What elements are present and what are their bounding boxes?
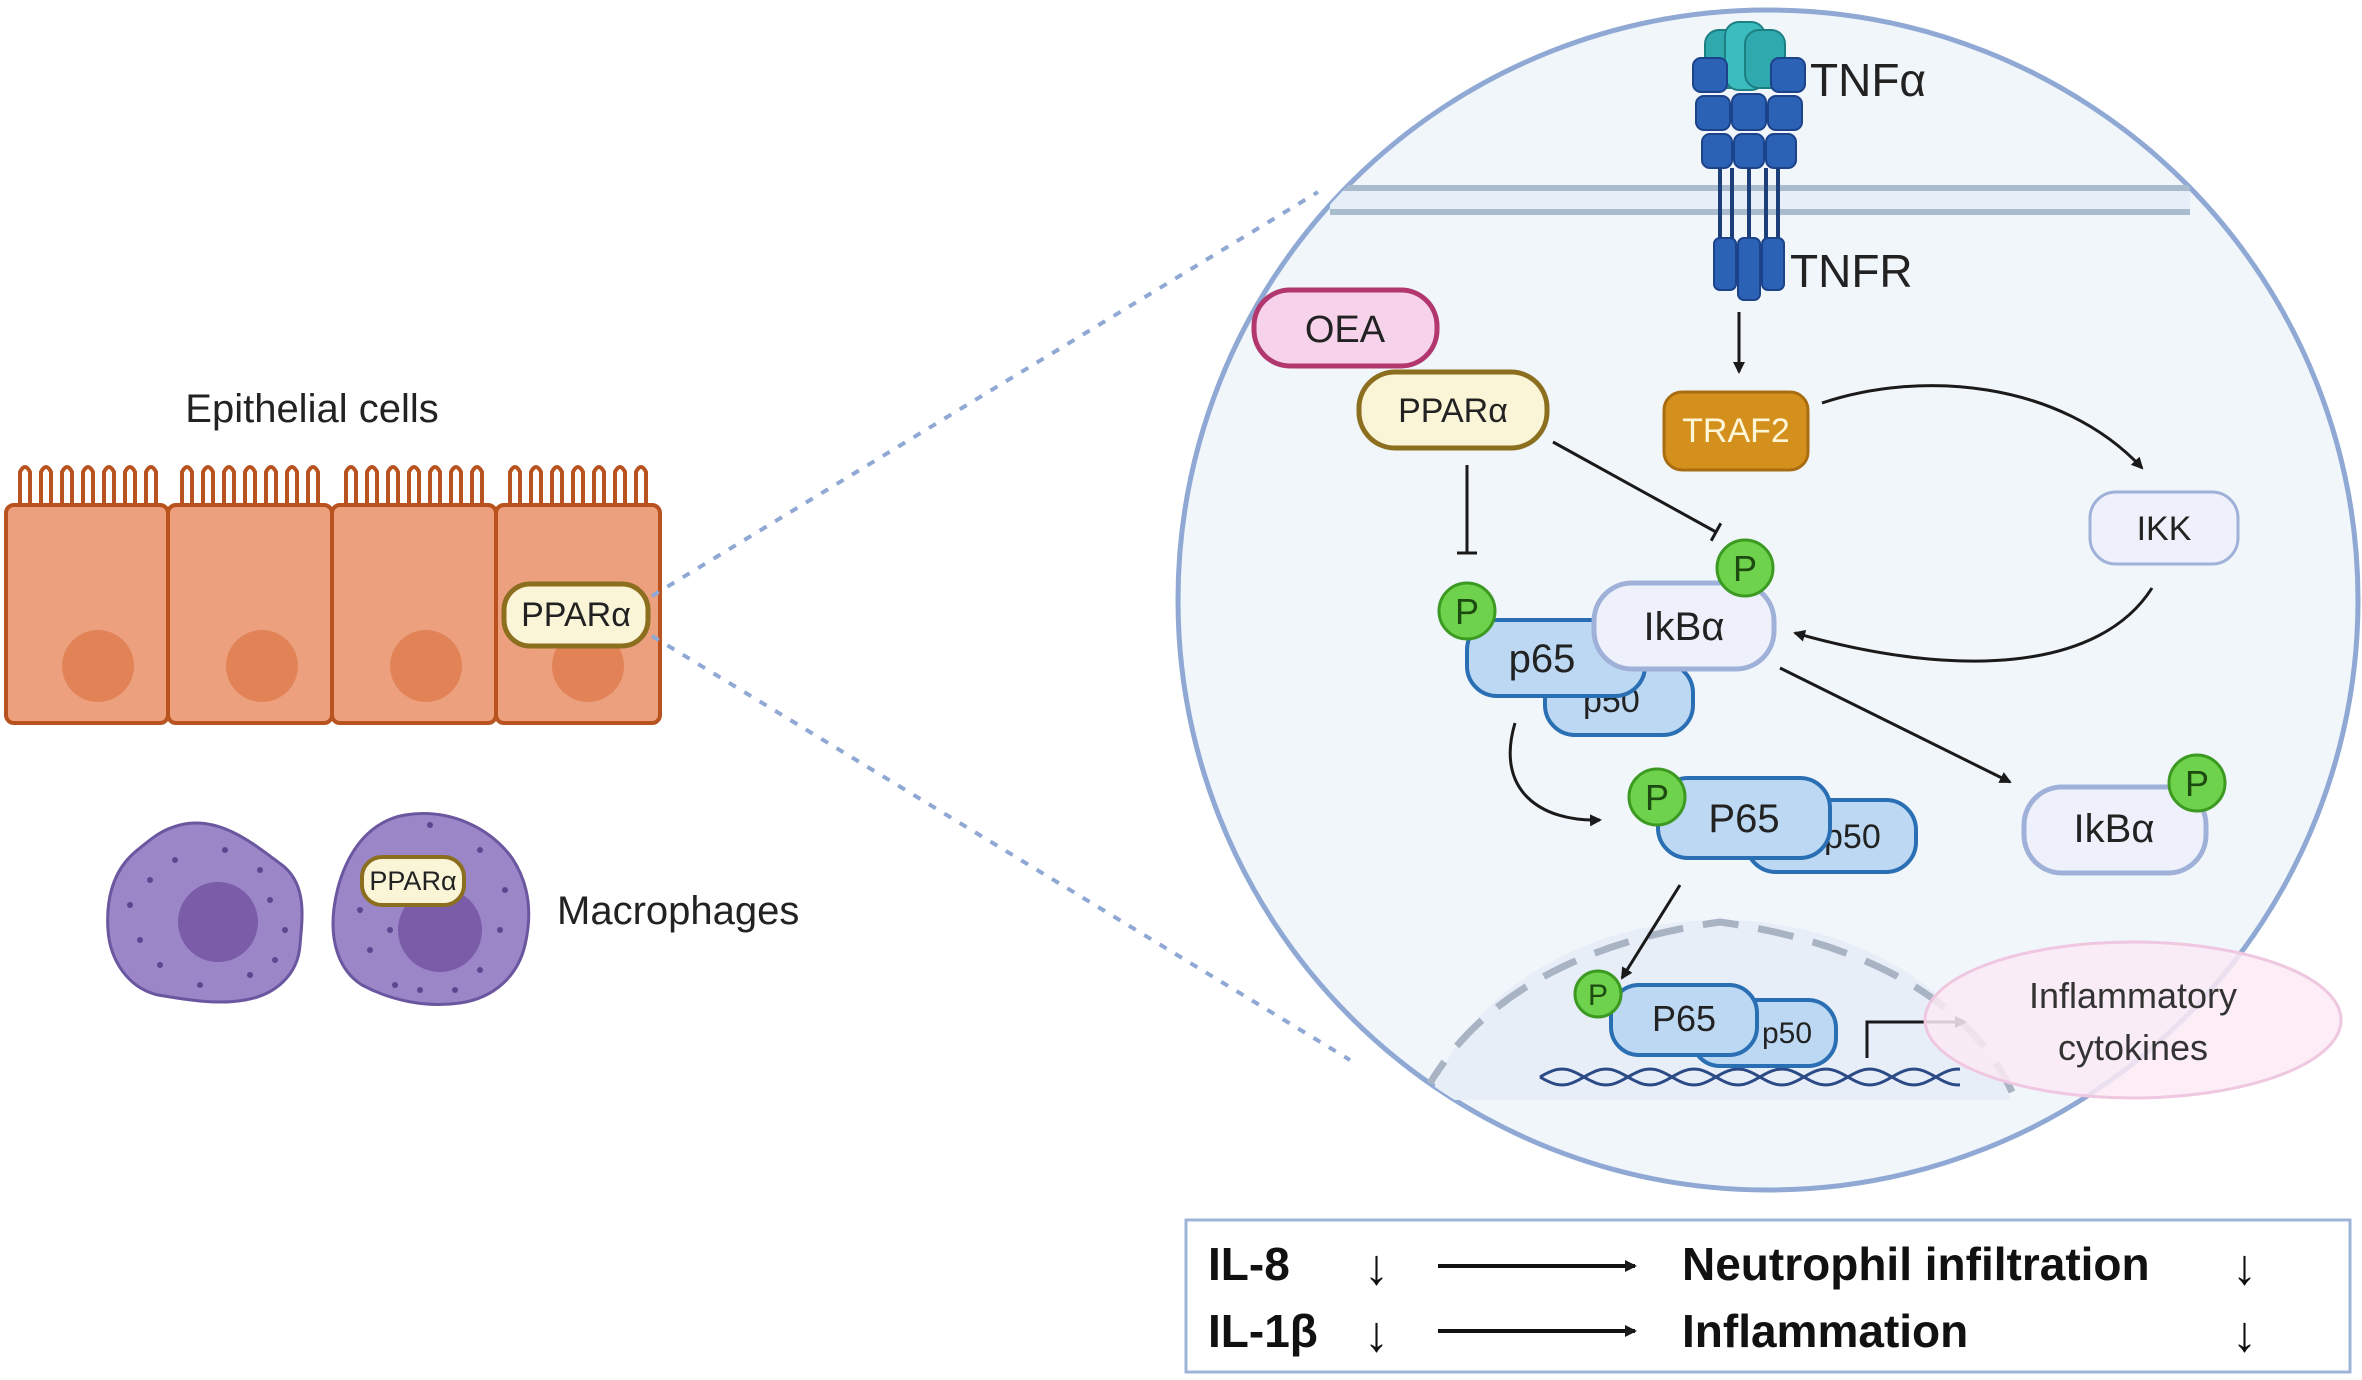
effects-box: IL-8 ↓ Neutrophil infiltration ↓ IL-1β ↓… [1184, 1218, 2352, 1374]
p50-nucleus-label: p50 [1762, 1017, 1812, 1050]
phospho-p65-complex [1437, 581, 1497, 641]
inhibit-ppar-ikba [1552, 440, 1723, 542]
traf2-label: TRAF2 [1682, 412, 1790, 450]
traf2-node: TRAF2 [1662, 390, 1810, 472]
nfkb-ikba-complex: p50 p65 IkBα P P [1437, 538, 1777, 737]
effect-row1-right-arrow: ↓ [2232, 1239, 2257, 1295]
p65-nucleus-label: P65 [1652, 998, 1716, 1039]
ppar-node: PPARα [1356, 369, 1550, 451]
epithelial-nucleus-1 [62, 630, 134, 702]
oea-label: OEA [1305, 309, 1386, 351]
pathway-arrows [1457, 312, 2154, 1058]
free-p65-p50: p50 P65 P [1627, 767, 1918, 874]
effect-row2-left-arrow: ↓ [1364, 1306, 1389, 1362]
microvilli [18, 465, 648, 507]
effect-row1-left: IL-8 [1208, 1238, 1290, 1290]
nuclear-envelope [1421, 918, 2016, 1094]
ppar-label: PPARα [1398, 392, 1508, 430]
arrow-traf2-ikk [1821, 384, 2144, 470]
arrow-ikba-release [1779, 666, 2012, 784]
epithelial-ppar-label: PPARα [521, 596, 631, 634]
phospho-ikba-complex-label: P [1733, 548, 1757, 589]
effect-row1-left-arrow: ↓ [1364, 1239, 1389, 1295]
effect-row1-right: Neutrophil infiltration [1682, 1238, 2150, 1290]
zoom-line-top [650, 190, 1320, 598]
free-ikba-label: IkBα [2074, 807, 2155, 851]
cytokines-line1: Inflammatory [2029, 975, 2237, 1016]
epithelial-cells-label: Epithelial cells [185, 387, 438, 431]
p65-nucleus [1609, 983, 1759, 1057]
tnf-receptor: TNFα TNFR [1692, 21, 1926, 301]
ikk-label: IKK [2137, 510, 2192, 548]
macrophage-2-nucleus [398, 888, 482, 972]
epithelial-nucleus-3 [390, 630, 462, 702]
arrow-ikk-ikba [1793, 587, 2154, 663]
cytokines-line2: cytokines [2058, 1027, 2208, 1068]
ikk-node: IKK [2088, 490, 2240, 566]
p65-free-label: P65 [1708, 797, 1779, 841]
phospho-p65-free-label: P [1645, 777, 1669, 818]
tnfa-label: TNFα [1810, 54, 1926, 106]
free-ikba: IkBα P [2021, 753, 2227, 876]
p65-complex-label: p65 [1509, 637, 1576, 681]
macrophage-ppar-badge [360, 855, 466, 907]
nuclear-p65-p50: p50 P65 P [1539, 969, 1960, 1087]
macrophage-ppar-label: PPARα [369, 866, 456, 896]
ikba-complex-label: IkBα [1644, 605, 1725, 649]
phospho-p65-nucleus [1573, 969, 1623, 1019]
arrow-complex-p65 [1508, 722, 1602, 827]
inflammatory-cytokines: Inflammatory cytokines [1923, 940, 2343, 1100]
tnfr-label: TNFR [1790, 245, 1913, 297]
phospho-ikba-complex [1715, 538, 1775, 598]
dna-helix [1539, 1067, 1960, 1087]
epithelial-cells: Epithelial cells PPARα [4, 387, 662, 725]
phospho-p65-complex-label: P [1455, 591, 1479, 632]
macrophage-1-nucleus [178, 882, 258, 962]
ikba-complex [1591, 580, 1777, 672]
epithelial-nucleus-2 [226, 630, 298, 702]
p50-free-label: p50 [1824, 818, 1881, 856]
effect-row2-right-arrow: ↓ [2232, 1306, 2257, 1362]
phospho-free-ikba [2167, 753, 2227, 813]
macrophage-granules [127, 822, 508, 993]
effect-row2-left: IL-1β [1208, 1305, 1318, 1357]
effect-row2-right: Inflammation [1682, 1305, 1968, 1357]
phospho-free-ikba-label: P [2185, 763, 2209, 804]
arrow-p65-nucleus [1620, 884, 1682, 980]
oea-node: OEA [1251, 287, 1440, 369]
macrophages-label: Macrophages [557, 889, 799, 933]
phospho-p65-nucleus-label: P [1588, 979, 1608, 1012]
phospho-p65-free [1627, 767, 1687, 827]
epithelial-ppar-badge [501, 581, 651, 649]
macrophages: PPARα Macrophages [106, 812, 799, 1006]
